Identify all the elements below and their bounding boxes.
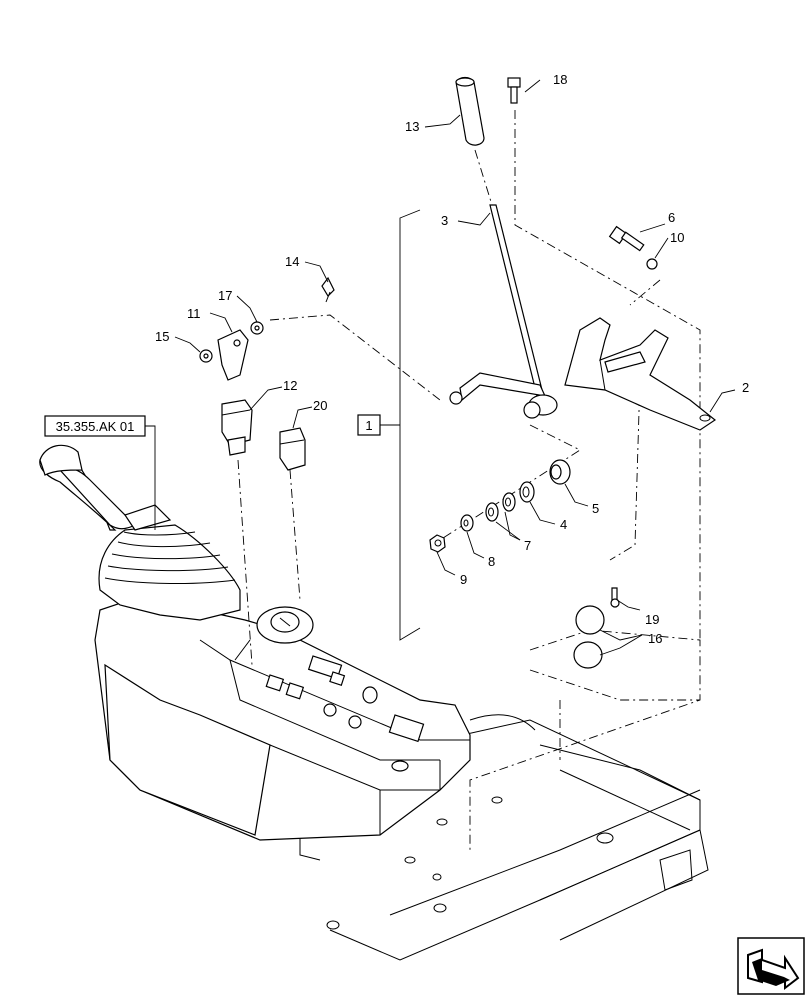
callout-18[interactable]: 18 bbox=[553, 72, 567, 87]
reference-label-text: 35.355.AK 01 bbox=[56, 419, 135, 434]
callout-2[interactable]: 2 bbox=[742, 380, 749, 395]
callout-17[interactable]: 17 bbox=[218, 288, 232, 303]
part-18-bolt bbox=[507, 77, 521, 104]
callout-labels: 2 3 4 5 6 7 8 9 10 11 12 13 14 15 16 17 … bbox=[155, 72, 749, 646]
callout-3[interactable]: 3 bbox=[441, 213, 448, 228]
callout-12[interactable]: 12 bbox=[283, 378, 297, 393]
callout-13[interactable]: 13 bbox=[405, 119, 419, 134]
part-16-plug-b bbox=[573, 641, 603, 669]
callout-19[interactable]: 19 bbox=[645, 612, 659, 627]
assembly-group-bracket: 1 bbox=[357, 209, 421, 641]
part-9-nut bbox=[429, 534, 446, 553]
part-13-knob bbox=[455, 76, 485, 146]
joystick-assembly bbox=[39, 444, 241, 621]
part-4-washer bbox=[519, 481, 535, 503]
callout-8[interactable]: 8 bbox=[488, 554, 495, 569]
part-10-nut bbox=[646, 258, 658, 270]
callout-9[interactable]: 9 bbox=[460, 572, 467, 587]
callout-6[interactable]: 6 bbox=[668, 210, 675, 225]
part-8-washer bbox=[460, 514, 474, 532]
callout-5[interactable]: 5 bbox=[592, 501, 599, 516]
part-6-bolt bbox=[608, 225, 645, 252]
part-15-washer bbox=[199, 349, 213, 363]
part-20-switch bbox=[279, 427, 306, 471]
console-housing bbox=[94, 599, 471, 841]
callout-14[interactable]: 14 bbox=[285, 254, 299, 269]
part-19-screw bbox=[610, 587, 620, 608]
callout-20[interactable]: 20 bbox=[313, 398, 327, 413]
next-page-arrow-icon[interactable] bbox=[737, 937, 805, 995]
reference-label[interactable]: 35.355.AK 01 bbox=[44, 415, 156, 530]
callout-16[interactable]: 16 bbox=[648, 631, 662, 646]
callout-7[interactable]: 7 bbox=[524, 538, 531, 553]
part-7-washer-a bbox=[502, 492, 516, 512]
part-16-plug-a bbox=[575, 605, 605, 635]
leader-lines bbox=[174, 79, 736, 656]
part-11-plate bbox=[217, 329, 249, 381]
callout-15[interactable]: 15 bbox=[155, 329, 169, 344]
part-3-lever bbox=[449, 204, 558, 419]
part-5-bushing bbox=[549, 459, 571, 485]
callout-4[interactable]: 4 bbox=[560, 517, 567, 532]
part-17-washer bbox=[250, 321, 264, 335]
group-box-label: 1 bbox=[365, 418, 372, 433]
callout-11[interactable]: 11 bbox=[187, 306, 201, 321]
callout-10[interactable]: 10 bbox=[670, 230, 684, 245]
part-2-bracket bbox=[564, 317, 717, 431]
part-14-cotter-pin bbox=[321, 276, 335, 303]
part-7-washer-b bbox=[485, 502, 499, 522]
part-12-switch bbox=[221, 399, 253, 456]
